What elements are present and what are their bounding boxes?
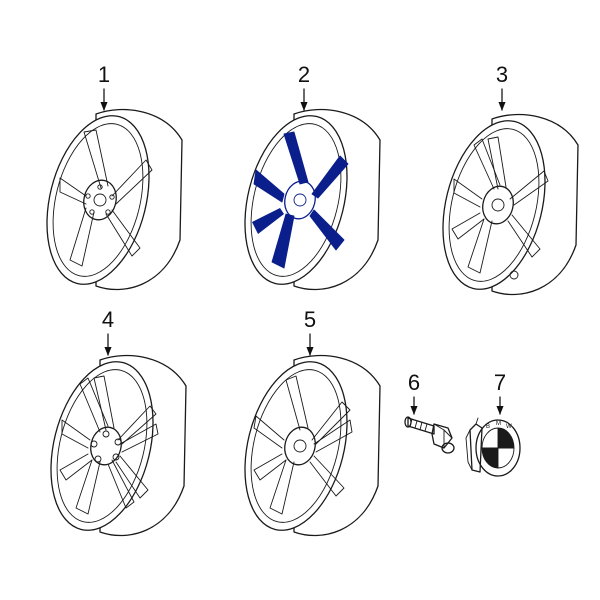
callout-4: 4 [102,307,114,356]
callout-number-1: 1 [98,62,110,87]
wheel-1[interactable] [29,101,196,296]
callout-number-3: 3 [496,62,508,87]
callout-7: 7 [494,370,506,415]
svg-text:M: M [496,421,501,427]
svg-text:W: W [506,424,512,430]
wheel-bolt-6[interactable] [404,416,455,454]
callout-number-7: 7 [494,370,506,395]
callout-number-2: 2 [298,62,310,87]
callout-number-5: 5 [304,307,316,332]
callout-3: 3 [496,62,508,111]
callout-number-4: 4 [102,307,114,332]
callout-1: 1 [98,62,110,111]
callout-6: 6 [408,370,420,415]
callout-5: 5 [304,307,316,356]
callout-2: 2 [298,62,310,111]
wheel-3[interactable] [425,106,592,301]
center-cap-7[interactable]: B M W [465,417,521,477]
svg-text:B: B [486,424,490,430]
wheel-4[interactable] [33,347,200,542]
wheel-5[interactable] [227,347,394,542]
callout-number-6: 6 [408,370,420,395]
wheel-2-highlighted[interactable] [227,101,394,296]
